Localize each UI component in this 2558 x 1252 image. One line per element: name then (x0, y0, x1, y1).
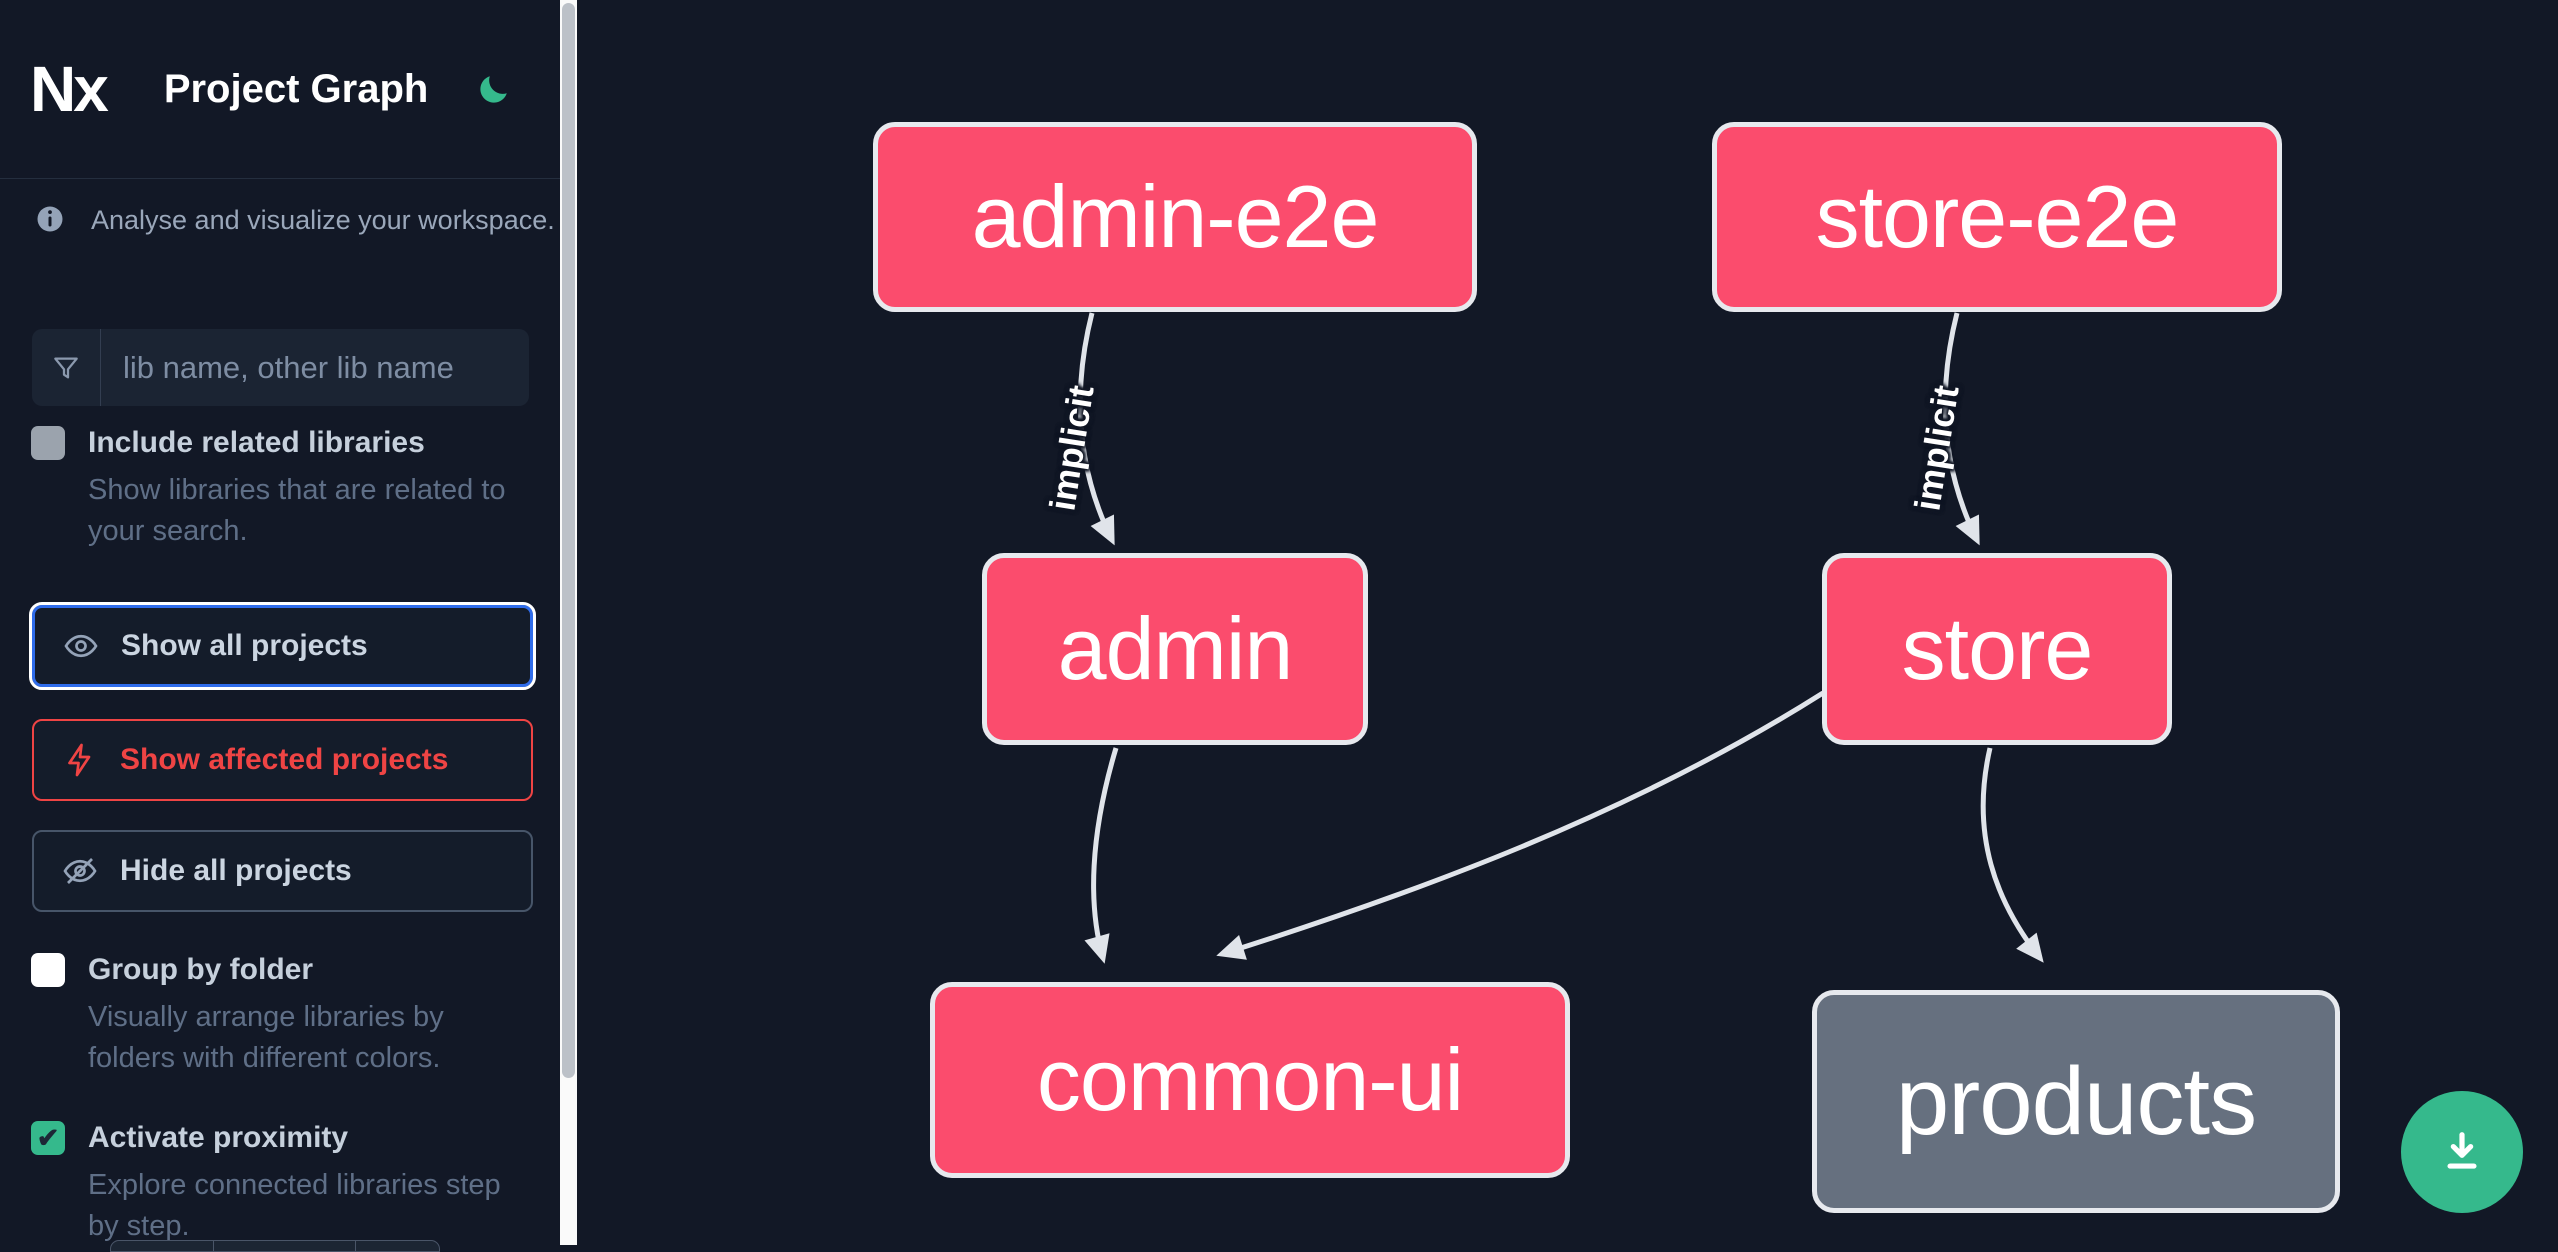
sidebar-scrollbar[interactable] (560, 0, 577, 1245)
show-affected-projects-label: Show affected projects (120, 743, 449, 776)
toggle-activate-proximity: ✔ Activate proximity Explore connected l… (31, 1119, 528, 1247)
download-graph-button[interactable] (2401, 1091, 2523, 1213)
toggle-include-related: Include related libraries Show libraries… (31, 424, 528, 552)
proximity-depth-stepper[interactable] (110, 1240, 440, 1252)
filter-funnel-icon (32, 329, 101, 406)
sidebar: Nx Project Graph Analyse and visualize y… (0, 0, 560, 1252)
lightning-bolt-icon (68, 743, 91, 777)
workspace-info: Analyse and visualize your workspace. (35, 204, 555, 236)
node-common-ui[interactable]: common-ui (930, 982, 1570, 1178)
moon-icon[interactable] (476, 71, 512, 107)
nx-logo: Nx (30, 53, 109, 125)
activate-proximity-label[interactable]: Activate proximity (88, 1121, 349, 1154)
toggle-group-by-folder: Group by folder Visually arrange librari… (31, 951, 528, 1079)
node-admin[interactable]: admin (982, 553, 1368, 745)
hide-all-projects-label: Hide all projects (120, 854, 352, 887)
group-by-folder-label[interactable]: Group by folder (88, 953, 313, 986)
info-text: Analyse and visualize your workspace. (91, 205, 555, 235)
group-by-folder-description: Visually arrange libraries by folders wi… (88, 1001, 444, 1074)
include-related-description: Show libraries that are related to your … (88, 474, 506, 547)
info-icon (37, 206, 63, 232)
edge-store-to-common-ui (1216, 690, 1825, 960)
show-affected-projects-button[interactable]: Show affected projects (32, 719, 533, 801)
stepper-divider (355, 1241, 356, 1251)
group-by-folder-checkbox[interactable] (31, 953, 65, 987)
show-all-projects-label: Show all projects (121, 629, 368, 662)
node-admin-e2e[interactable]: admin-e2e (873, 122, 1477, 312)
edge-store-e2e-to-store (1942, 312, 1980, 546)
hide-all-projects-button[interactable]: Hide all projects (32, 830, 533, 912)
stepper-divider (213, 1241, 214, 1251)
eye-icon (64, 634, 98, 658)
project-filter (32, 329, 529, 406)
node-products[interactable]: products (1812, 990, 2340, 1213)
include-related-label[interactable]: Include related libraries (88, 426, 425, 459)
show-all-projects-button[interactable]: Show all projects (29, 602, 536, 690)
search-input[interactable] (101, 349, 529, 386)
activate-proximity-description: Explore connected libraries step by step… (88, 1169, 501, 1242)
activate-proximity-checkbox[interactable]: ✔ (31, 1121, 65, 1155)
edge-admin-to-common-ui (1084, 747, 1119, 964)
page-title: Project Graph (163, 66, 429, 111)
edge-store-to-products (1980, 747, 2044, 963)
node-store-e2e[interactable]: store-e2e (1712, 122, 2282, 312)
checkmark-icon: ✔ (36, 1122, 60, 1153)
eye-off-icon (63, 858, 97, 884)
download-icon (2447, 1132, 2477, 1169)
sidebar-header: Nx Project Graph (0, 0, 560, 179)
edge-admin-e2e-to-admin (1077, 312, 1115, 546)
include-related-checkbox[interactable] (31, 426, 65, 460)
node-store[interactable]: store (1822, 553, 2172, 745)
scrollbar-thumb[interactable] (562, 3, 575, 1078)
